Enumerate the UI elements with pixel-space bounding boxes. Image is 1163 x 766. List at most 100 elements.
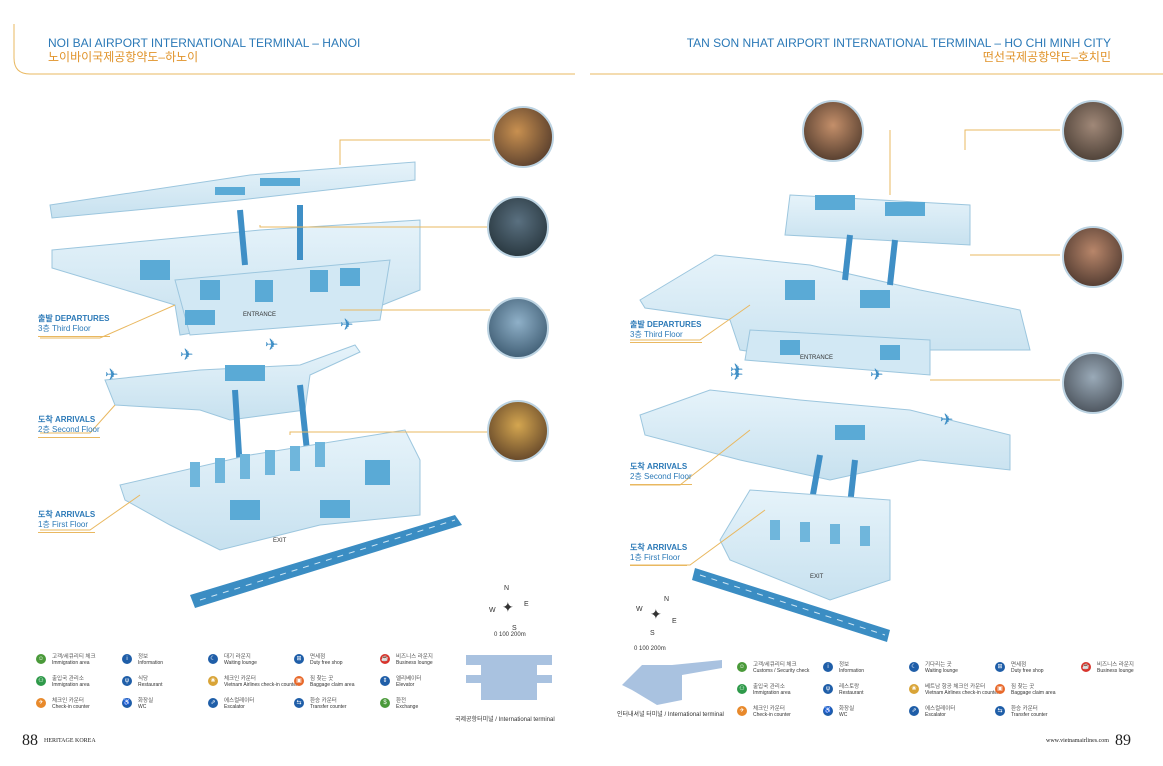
legend-label-en: Duty free shop: [1011, 668, 1044, 674]
legend-label-ko: 고객/세큐리티 체크: [753, 662, 797, 668]
legend-label-ko: 기다리는 곳: [925, 662, 952, 668]
right-footer: www.vietnamairlines.com: [1046, 738, 1109, 744]
left-floor-label-arrivals-2: 도착 ARRIVALS 2층 Second Floor: [38, 415, 100, 438]
departures-third-floor: [49, 161, 421, 336]
photo-restaurant: [802, 100, 864, 162]
escalator-icon: ⇗: [909, 706, 919, 716]
legend-label-ko: 짐 찾는 곳: [310, 676, 334, 682]
photo-lounge: [1062, 100, 1124, 162]
waiting-lounge-icon: ☾: [208, 654, 218, 664]
restaurant-icon: ψ: [122, 676, 132, 686]
customs-icon: ☺: [36, 654, 46, 664]
photo-check-in-staff: [492, 106, 554, 168]
legend-label-ko: 베트남 항공 체크인 카운터: [925, 684, 986, 690]
checkin-icon: ✈: [737, 706, 747, 716]
information-icon: i: [122, 654, 132, 664]
legend-label-ko: 출입국 관리소: [52, 676, 84, 682]
legend-label-en: Waiting lounge: [925, 668, 958, 674]
legend-label-ko: 정보: [138, 654, 149, 660]
legend-label-ko: 면세점: [310, 654, 326, 660]
immigration-icon: ⚇: [737, 684, 747, 694]
legend-label-en: WC: [839, 712, 848, 718]
legend-label-ko: 출입국 관리소: [753, 684, 785, 690]
left-floor-label-departures: 출발 DEPARTURES 3층 Third Floor: [38, 314, 110, 337]
legend-label-en: Check-in counter: [52, 704, 90, 710]
left-page-title: NOI BAI AIRPORT INTERNATIONAL TERMINAL –…: [48, 36, 360, 64]
baggage-claim-icon: ▣: [294, 676, 304, 686]
svg-text:✈: ✈: [730, 367, 743, 384]
legend-label-ko: 대기 라운지: [224, 654, 251, 660]
customs-icon: ☺: [737, 662, 747, 672]
legend-label-en: Check-in counter: [753, 712, 791, 718]
right-page-number: 89: [1115, 732, 1131, 749]
legend-label-en: Escalator: [224, 704, 245, 710]
legend-label-ko: 면세점: [1011, 662, 1027, 668]
legend-label-ko: 화장실: [138, 698, 154, 704]
legend-label-ko: 레스토랑: [839, 684, 860, 690]
legend-label-ko: 정보: [839, 662, 850, 668]
right-floor-label-departures: 출발 DEPARTURES 3층 Third Floor: [630, 320, 702, 343]
left-title-ko: 노이바이국제공항약도–하노이: [48, 50, 199, 64]
right-scale: 0 100 200m: [634, 646, 666, 652]
svg-text:✈: ✈: [265, 337, 278, 354]
baggage-claim-icon: ▣: [995, 684, 1005, 694]
left-terminal-thumbnail: [466, 655, 552, 700]
legend-label-en: Immigration area: [52, 682, 90, 688]
header-rule: [13, 24, 1163, 75]
legend-label-en: Information: [138, 660, 164, 666]
wc-icon: ♿: [122, 698, 132, 708]
legend-label-en: Waiting lounge: [224, 660, 257, 666]
legend-label-ko: 고객/세큐리티 체크: [52, 654, 96, 660]
left-compass: N W E S ✦: [489, 585, 529, 632]
legend-label-en: Baggage claim area: [1011, 690, 1056, 696]
exchange-icon: $: [380, 698, 390, 708]
legend-label-ko: 에스컬레이터: [224, 698, 255, 704]
photo-shopper: [487, 196, 549, 258]
legend-label-ko: 에스컬레이터: [925, 706, 956, 712]
arrivals-second-floor-hcm: [639, 389, 1011, 506]
arrivals-second-floor: [104, 344, 361, 471]
restaurant-icon: ψ: [823, 684, 833, 694]
right-entrance-label: ENTRANCE: [800, 355, 834, 361]
tan-son-nhat-terminal-map: ✈ ✈ ✈ ✈: [630, 129, 1060, 642]
left-exit-label: EXIT: [273, 538, 287, 544]
legend-label-en: Elevator: [396, 682, 415, 688]
legend-label-en: Transfer counter: [310, 704, 347, 710]
right-title-ko: 떤선국제공항약도–호치민: [982, 50, 1111, 64]
legend-label-en: Restaurant: [839, 690, 864, 696]
arrivals-first-floor: [119, 429, 462, 608]
legend-label-ko: 체크인 카운터: [224, 676, 256, 682]
right-page-title: TAN SON NHAT AIRPORT INTERNATIONAL TERMI…: [687, 36, 1111, 64]
legend-label-ko: 화장실: [839, 706, 855, 712]
legend-label-en: Business lounge: [1097, 668, 1134, 674]
right-compass: N W E S ✦: [636, 596, 677, 637]
vietnam-airlines-icon: ❀: [909, 684, 919, 694]
legend-label-ko: 짐 찾는 곳: [1011, 684, 1035, 690]
wc-icon: ♿: [823, 706, 833, 716]
legend-label-en: Exchange: [396, 704, 419, 710]
legend-label-ko: 엘리베이터: [396, 676, 422, 682]
legend-label-ko: 체크인 카운터: [753, 706, 785, 712]
right-terminal-thumbnail: [622, 660, 722, 705]
legend-label-en: Information: [839, 668, 865, 674]
immigration-icon: ⚇: [36, 676, 46, 686]
legend-label-ko: 환전: [396, 698, 407, 704]
left-scale: 0 100 200m: [494, 632, 526, 638]
left-floor-label-arrivals-1: 도착 ARRIVALS 1층 First Floor: [38, 510, 96, 533]
information-icon: i: [823, 662, 833, 672]
legend-label-en: Business lounge: [396, 660, 433, 666]
legend-label-en: Immigration area: [753, 690, 791, 696]
svg-text:✈: ✈: [730, 362, 743, 379]
photo-counter: [487, 297, 549, 359]
left-entrance-label: ENTRANCE: [243, 312, 277, 318]
right-terminal-caption: 인터내셔널 터미널 / International terminal: [617, 712, 724, 718]
right-exit-label: EXIT: [810, 574, 824, 580]
legend-label-en: Escalator: [925, 712, 946, 718]
business-lounge-icon: ☕: [380, 654, 390, 664]
left-footer: HERITAGE KOREA: [44, 738, 96, 744]
escalator-icon: ⇗: [208, 698, 218, 708]
business-lounge-icon: ☕: [1081, 662, 1091, 672]
noi-bai-terminal-map: ✈ ✈ ✈ ✈: [40, 139, 490, 608]
legend-label-en: Vietnam Airlines check-in counter: [925, 690, 999, 696]
